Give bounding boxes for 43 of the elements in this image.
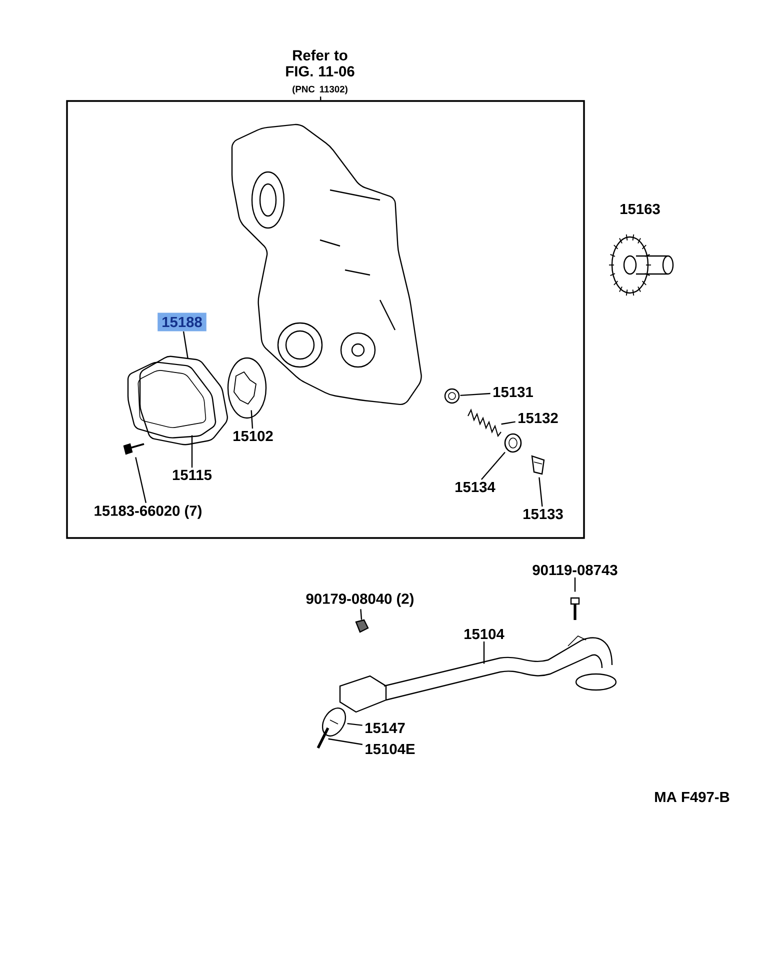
callout-number: 90119-08743 (532, 564, 618, 576)
part-drawing (227, 357, 267, 419)
frame-box (66, 100, 585, 539)
part-drawing (468, 408, 502, 438)
leader-line (182, 331, 188, 359)
callout-number: 15104E (366, 744, 415, 754)
leader-line (320, 96, 322, 100)
leader-line (574, 577, 576, 592)
leader-line (460, 392, 490, 396)
callout-number: 90179-08040 (2) (306, 593, 414, 607)
callout-number: 15147 (366, 722, 405, 734)
part-drawing (139, 356, 228, 446)
part-drawing (127, 362, 216, 438)
part-drawing (123, 443, 144, 455)
part-drawing (322, 708, 346, 737)
callout-number: 15183-66020 (7) (94, 505, 202, 519)
part-drawing (316, 727, 330, 749)
part-drawing (570, 597, 580, 620)
callout-number: 15115 (172, 470, 212, 480)
leader-line (481, 452, 506, 480)
callout-number: 15134 (456, 482, 496, 492)
part-drawing (355, 619, 369, 633)
part-drawing (444, 388, 460, 404)
callout-number: 15132 (518, 412, 558, 424)
part-drawing (504, 433, 522, 453)
leader-line (135, 457, 147, 504)
callout-number: 15133 (524, 508, 563, 520)
leader-line (501, 421, 516, 425)
leader-line (483, 641, 485, 664)
leader-line (538, 477, 543, 507)
callout-number: 15104 (464, 628, 504, 640)
callout-number: 15131 (494, 386, 533, 398)
leader-line (347, 722, 362, 726)
callout-number: 15102 (234, 430, 273, 442)
figure-code: MA F497-B (655, 792, 730, 802)
leader-line (328, 738, 363, 746)
part-drawing (531, 455, 545, 475)
heading: Refer to FIG. 11-06 (PNC 11302) (286, 50, 354, 94)
leader-line (191, 435, 193, 468)
highlighted-callout-number: 15188 (158, 312, 206, 332)
callout-number: 15163 (620, 204, 660, 214)
leader-line (250, 410, 254, 429)
leader-line (360, 609, 362, 620)
